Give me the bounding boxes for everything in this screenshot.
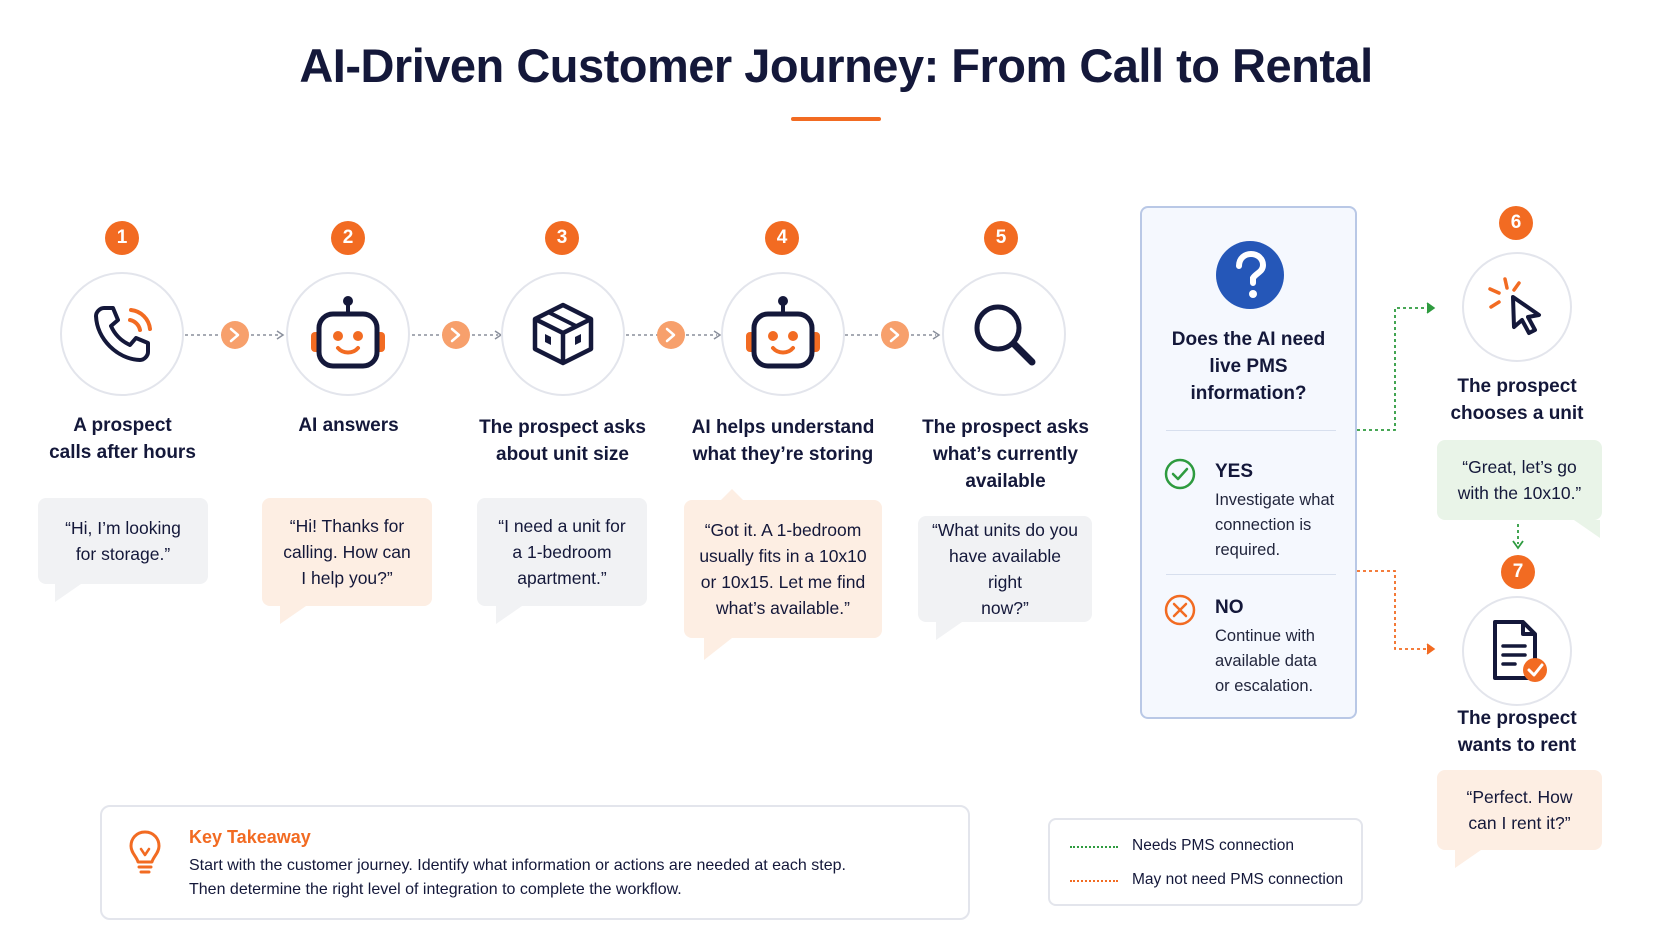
legend-item-label: May not need PMS connection (1132, 871, 1344, 888)
step-1-label: A prospect calls after hours (49, 415, 196, 463)
step-1-badge: 1 (105, 221, 139, 255)
step-6-badge: 6 (1499, 206, 1533, 240)
question-icon (1216, 241, 1284, 309)
robot-icon (746, 296, 820, 369)
robot-icon (311, 296, 385, 369)
step-4-badge: 4 (765, 221, 799, 255)
step-2-label: AI answers (298, 415, 399, 436)
flow-arrow-6-7 (1512, 524, 1524, 550)
step-5-label: The prospect asks what’s currently avail… (922, 417, 1089, 492)
step-7-label: The prospect wants to rent (1457, 708, 1577, 756)
step-1-bubble: “Hi, I’m looking for storage.” (38, 498, 208, 584)
flow-arrow-1-2 (185, 321, 285, 349)
step-1-bubble-tail (55, 584, 81, 602)
step-4-circle (721, 272, 845, 396)
key-takeaway-box: Key Takeaway Start with the customer jou… (100, 805, 970, 920)
step-6-bubble: “Great, let’s go with the 10x10.” (1437, 440, 1602, 520)
step-2-badge: 2 (331, 221, 365, 255)
legend-item-label: Needs PMS connection (1132, 837, 1294, 854)
step-3-bubble: “I need a unit for a 1-bedroom apartment… (477, 498, 647, 606)
document-check-icon (1493, 620, 1547, 682)
legend-orange-line (1070, 880, 1118, 882)
search-icon (974, 304, 1036, 366)
takeaway-line: Then determine the right level of integr… (189, 881, 682, 898)
box-icon (532, 302, 594, 366)
step-3-bubble-tail (496, 606, 522, 624)
decision-divider (1166, 574, 1336, 575)
step-4-bubble-tail (704, 638, 732, 660)
check-circle-icon (1164, 458, 1196, 490)
flow-arrow-3-4 (626, 321, 722, 349)
step-7-circle (1462, 596, 1572, 706)
branch-connectors (1357, 302, 1436, 655)
step-3-label: The prospect asks about unit size (479, 417, 646, 465)
step-5-bubble: “What units do you have available right … (918, 516, 1092, 622)
step-5-circle (942, 272, 1066, 396)
decision-no-heading: NO (1215, 597, 1244, 618)
step-1-circle (60, 272, 184, 396)
step-5-bubble-tail (936, 622, 962, 640)
step-4-label: AI helps understand what they’re storing (691, 417, 875, 465)
flow-arrow-2-3 (412, 321, 503, 349)
decision-question: Does the AI need live PMS information? (1171, 329, 1326, 404)
takeaway-line: Start with the customer journey. Identif… (189, 857, 846, 874)
step-6-circle (1462, 252, 1572, 362)
x-circle-icon (1164, 594, 1196, 626)
step-4-bubble: “Got it. A 1-bedroom usually fits in a 1… (684, 500, 882, 638)
phone-icon (94, 306, 152, 362)
step-3-badge: 3 (545, 221, 579, 255)
decision-yes-text: Investigate what connection is required. (1215, 491, 1335, 559)
step-4-bubble-top-tail (720, 489, 744, 501)
step-6-label: The prospect chooses a unit (1450, 376, 1584, 424)
title-underline (791, 117, 881, 121)
legend-green-line (1070, 846, 1118, 848)
cursor-click-icon (1488, 277, 1541, 335)
step-7-bubble-tail (1455, 850, 1481, 868)
decision-box: Does the AI need live PMS information? Y… (1140, 206, 1357, 719)
step-2-circle (286, 272, 410, 396)
lightbulb-icon (129, 830, 161, 874)
page-title: AI-Driven Customer Journey: From Call to… (299, 39, 1373, 92)
takeaway-title: Key Takeaway (189, 827, 311, 847)
legend: Needs PMS connection May not need PMS co… (1048, 818, 1363, 906)
step-5-badge: 5 (984, 221, 1018, 255)
flow-arrow-4-5 (845, 321, 941, 349)
step-7-badge: 7 (1501, 555, 1535, 589)
step-2-bubble: “Hi! Thanks for calling. How can I help … (262, 498, 432, 606)
step-2-bubble-tail (280, 606, 306, 624)
decision-no-text: Continue with available data or escalati… (1215, 627, 1317, 695)
step-3-circle (501, 272, 625, 396)
decision-divider (1166, 430, 1336, 431)
step-6-bubble-tail (1574, 520, 1600, 538)
step-7-bubble: “Perfect. How can I rent it?” (1437, 770, 1602, 850)
decision-yes-heading: YES (1215, 461, 1254, 482)
